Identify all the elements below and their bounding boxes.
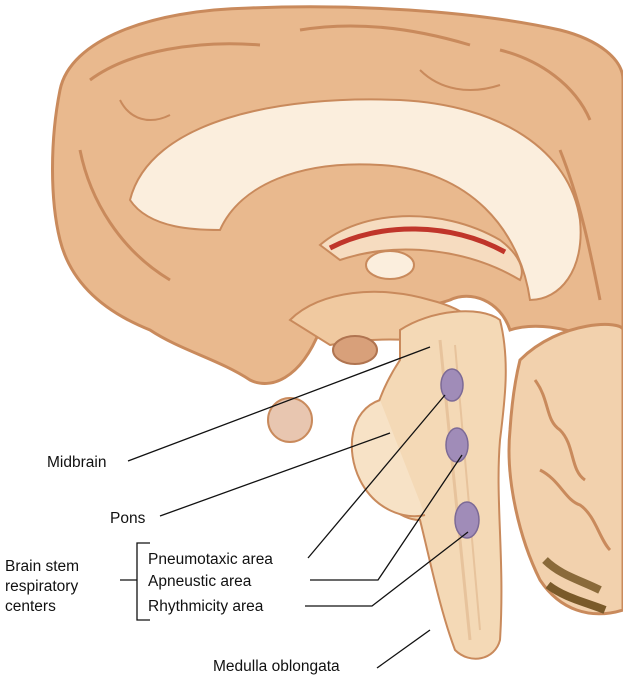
rhythmicity-label: Rhythmicity area	[148, 598, 264, 615]
group-label-line2: respiratory	[5, 578, 78, 595]
pneumotaxic-label: Pneumotaxic area	[148, 551, 273, 568]
pons-label: Pons	[110, 510, 146, 527]
cerebellum	[509, 324, 623, 613]
apneustic-area-oval	[446, 428, 468, 462]
labels: Midbrain Pons Brain stem respiratory cen…	[5, 454, 340, 675]
medulla-leader	[377, 630, 430, 668]
group-label-line3: centers	[5, 598, 56, 615]
medulla-label: Medulla oblongata	[213, 658, 340, 675]
pons-leader	[160, 433, 390, 516]
group-label-line1: Brain stem	[5, 558, 79, 575]
apneustic-label: Apneustic area	[148, 573, 252, 590]
midbrain-label: Midbrain	[47, 454, 106, 471]
brainstem	[352, 311, 506, 658]
